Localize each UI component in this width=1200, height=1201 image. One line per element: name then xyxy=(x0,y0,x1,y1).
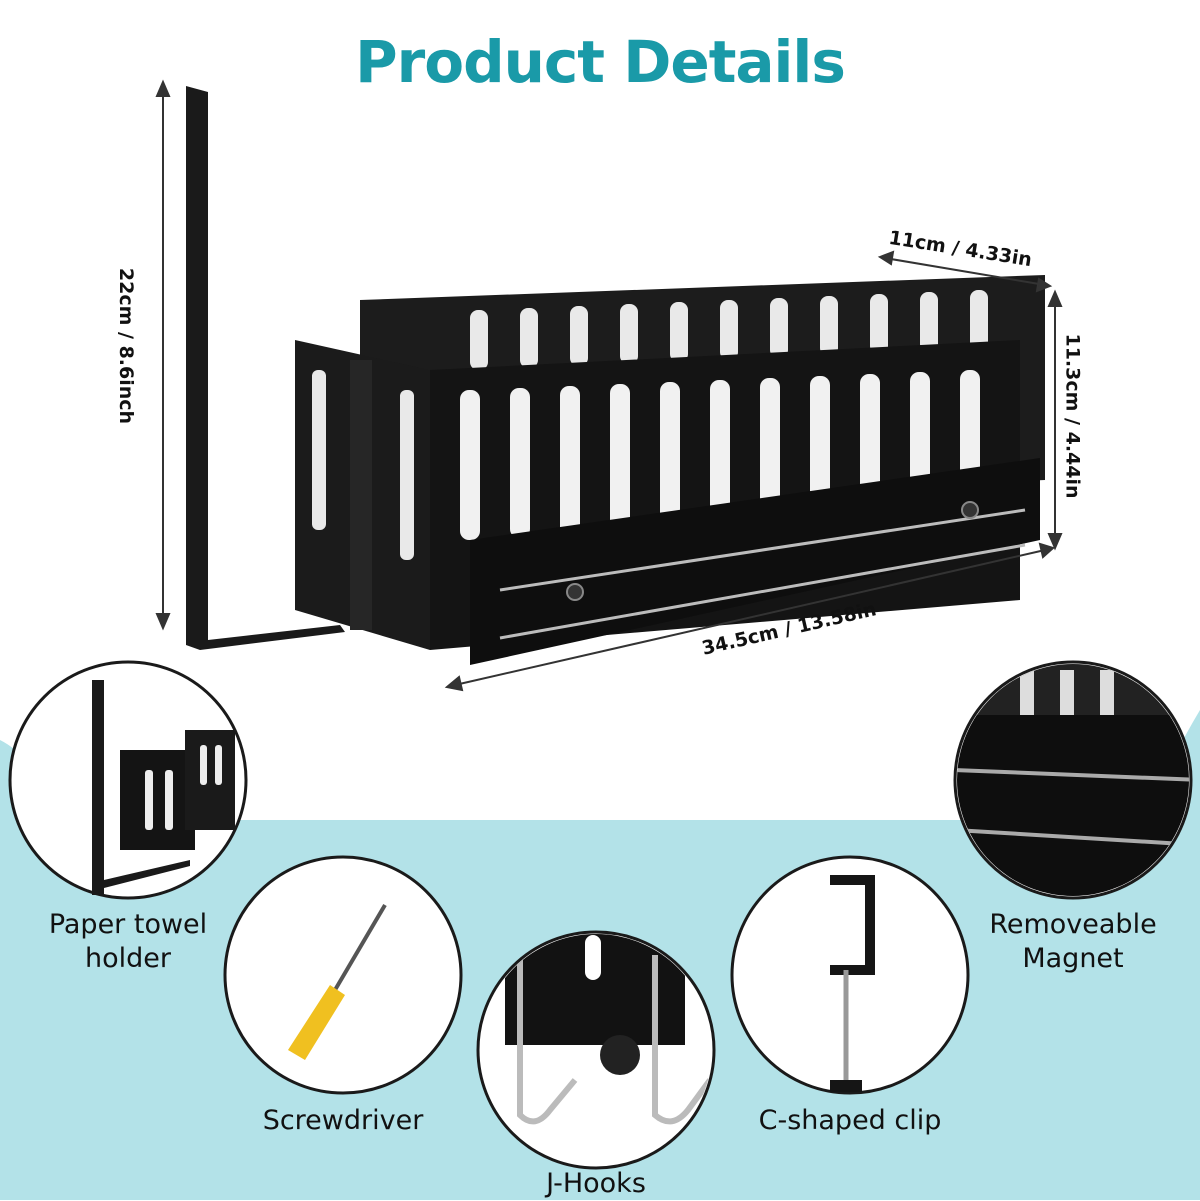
towel-holder-arm xyxy=(186,86,345,650)
height-dimension-line xyxy=(155,79,171,631)
c-shaped-clip-label: C-shaped clip xyxy=(758,1105,942,1136)
removeable-magnet-label: Removeable Magnet xyxy=(989,909,1157,974)
magnet-bar xyxy=(470,458,1040,665)
basket-front-slots xyxy=(460,370,980,540)
side-height-dimension-line xyxy=(1047,289,1063,551)
paper-towel-holder-image xyxy=(8,660,248,900)
removeable-magnet-image xyxy=(953,660,1193,900)
j-hooks-image xyxy=(476,930,716,1170)
depth-dimension-line xyxy=(877,250,1053,293)
c-shaped-clip-image xyxy=(730,855,970,1095)
page-title: Product Details xyxy=(355,28,846,96)
length-dimension-line xyxy=(444,542,1055,692)
j-hooks-label: J-Hooks xyxy=(546,1168,646,1199)
basket-back-slots xyxy=(470,290,988,370)
screwdriver-label: Screwdriver xyxy=(262,1105,424,1136)
paper-towel-holder-label: Paper towel holder xyxy=(48,909,208,974)
screwdriver-image xyxy=(223,855,463,1095)
